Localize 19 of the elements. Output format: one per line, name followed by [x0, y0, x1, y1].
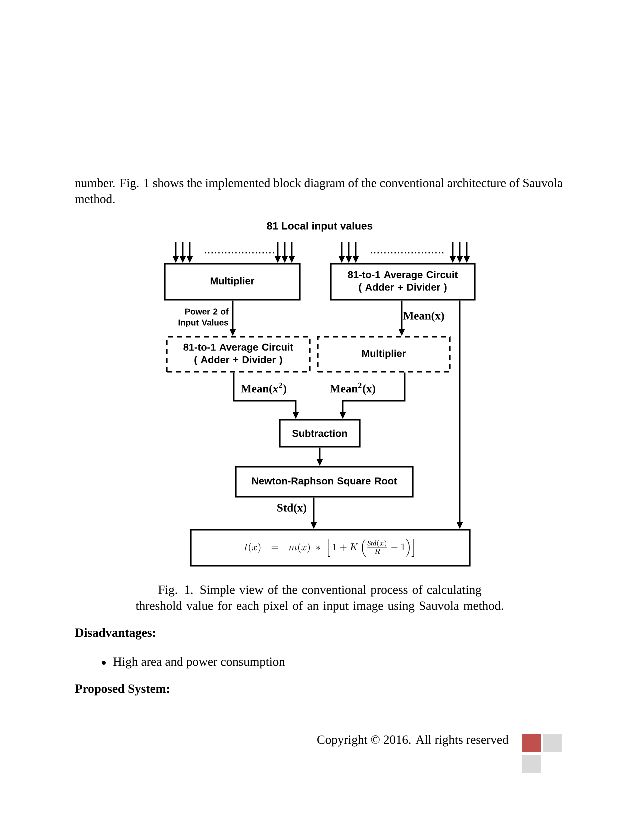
edge-label: Mean$^{2}$(x): [330, 382, 376, 396]
subtraction-box: Subtraction: [279, 419, 361, 448]
bullet-text: High area and power consumption: [114, 657, 286, 669]
multiplier-box: Multiplier: [164, 263, 301, 301]
edge-label: Std(x): [278, 504, 306, 514]
average-circuit-box: 81-to-1 Average Circuit ( Adder + Divider ): [166, 336, 311, 373]
edge-label: Mean(x): [403, 312, 444, 322]
body-paragraph: number. Fig. 1 shows the implemented block diagram of the conventional architecture of Sauvola method.: [75, 178, 563, 204]
copyright-text: Copyright © 2016. All rights reserved: [318, 735, 509, 747]
section-heading: Disadvantages:: [75, 628, 156, 640]
average-circuit-box: 81-to-1 Average Circuit ( Adder + Divider ): [330, 263, 476, 301]
formula-box: $t(x) = m(x) * \left[\, 1 + K \left( \frac{\mathit{Std}(x)}{R} - 1 \right) \right]$: [190, 529, 471, 567]
input-heading: 81 Local input values: [267, 222, 373, 232]
edge-label: Mean(x$^{2}$): [241, 382, 287, 396]
multiplier-box: Multiplier: [317, 336, 451, 373]
figure-caption: Fig. 1. Simple view of the conventional process of calculating threshold value for each pixel of an input image using Sauvola method.: [136, 585, 504, 613]
section-heading: Proposed System:: [75, 684, 170, 696]
square-root-box: Newton-Raphson Square Root: [235, 466, 414, 498]
edge-label: Power 2 of Input Values: [178, 308, 229, 328]
